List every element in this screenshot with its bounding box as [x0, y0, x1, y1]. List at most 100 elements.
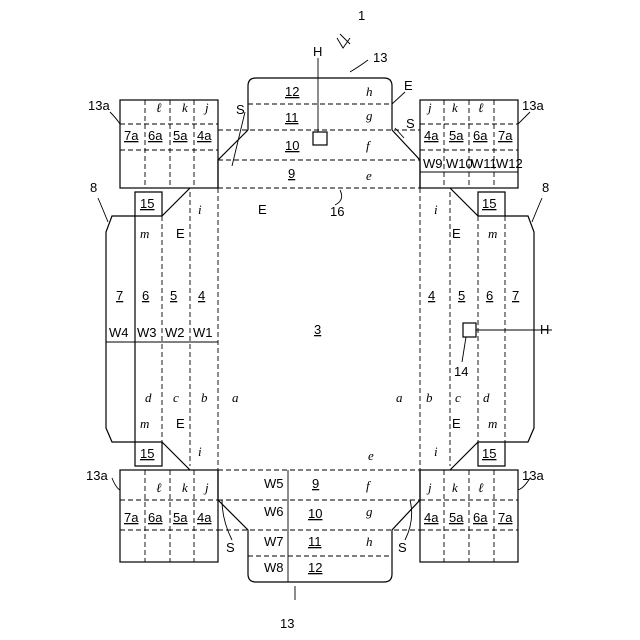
width-w5: W5: [264, 476, 284, 491]
fold-m-br: m: [488, 416, 497, 431]
figure-number: 1: [358, 8, 365, 23]
fold-l-br: ℓ: [478, 480, 484, 495]
fold-h-top: h: [366, 84, 373, 99]
slit-label-tr: S: [406, 116, 415, 131]
fold-b-right: b: [426, 390, 433, 405]
panel-4a-tl: 4a: [197, 128, 212, 143]
end-group-top: 13: [373, 50, 387, 65]
panel-11-top: 11: [285, 110, 299, 125]
fold-c-left: c: [173, 390, 179, 405]
width-w12: W12: [496, 156, 523, 171]
panel-7a-bl: 7a: [124, 510, 139, 525]
flap-group-bl: 13a: [86, 468, 108, 483]
fold-i-bl: i: [198, 444, 202, 459]
panel-4a-br: 4a: [424, 510, 439, 525]
width-w6: W6: [264, 504, 284, 519]
panel-12-bottom: 12: [308, 560, 322, 575]
fold-e-bottom: e: [368, 448, 374, 463]
slit-label-br: S: [398, 540, 407, 555]
fold-j-bl: j: [203, 480, 209, 495]
slit-label-bl: S: [226, 540, 235, 555]
flap-group-br: 13a: [522, 468, 544, 483]
panel-9-bottom: 9: [312, 476, 319, 491]
fold-j-br: j: [426, 480, 432, 495]
fold-g-bottom: g: [366, 504, 373, 519]
fold-b-left: b: [201, 390, 208, 405]
fold-a-left: a: [232, 390, 239, 405]
fold-d-right: d: [483, 390, 490, 405]
width-w7: W7: [264, 534, 284, 549]
panel-5-left: 5: [170, 288, 177, 303]
flap-15-br: 15: [482, 446, 496, 461]
panel-6a-tr: 6a: [473, 128, 488, 143]
fold-m-tl: m: [140, 226, 149, 241]
fold-h-bottom: h: [366, 534, 373, 549]
blank-panel-3: 3: [314, 322, 321, 337]
panel-5a-bl: 5a: [173, 510, 188, 525]
flap-group-tr: 13a: [522, 98, 544, 113]
width-w3: W3: [137, 325, 157, 340]
panel-10-top: 10: [285, 138, 299, 153]
edge-label-l2: E: [176, 416, 185, 431]
width-w10: W10: [446, 156, 473, 171]
edge-label-l1: E: [176, 226, 185, 241]
panel-12-top: 12: [285, 84, 299, 99]
fold-e-top: e: [366, 168, 372, 183]
width-w2: W2: [165, 325, 185, 340]
fold-f-bottom: f: [366, 478, 372, 493]
fold-k-br: k: [452, 480, 458, 495]
panel-9-top: 9: [288, 166, 295, 181]
fold-j-tl: j: [203, 100, 209, 115]
width-w9: W9: [423, 156, 443, 171]
panel-10-bottom: 10: [308, 506, 322, 521]
edge-label-tl: E: [258, 202, 267, 217]
panel-5-right: 5: [458, 288, 465, 303]
fold-l-bl: ℓ: [156, 480, 162, 495]
end-group-bottom: 13: [280, 616, 294, 631]
flap-15-tr: 15: [482, 196, 496, 211]
flap-group-tl: 13a: [88, 98, 110, 113]
window-14-label: 14: [454, 364, 468, 379]
width-w11: W11: [471, 156, 497, 171]
fold-d-left: d: [145, 390, 152, 405]
hole-label-right: H: [540, 322, 549, 337]
fold-l-tr: ℓ: [478, 100, 484, 115]
fold-c-right: c: [455, 390, 461, 405]
fold-k-bl: k: [182, 480, 188, 495]
panel-5a-tr: 5a: [449, 128, 464, 143]
panel-7-right: 7: [512, 288, 519, 303]
side-group-right: 8: [542, 180, 549, 195]
fold-i-tr: i: [434, 202, 438, 217]
panel-4-left: 4: [198, 288, 205, 303]
panel-7a-tl: 7a: [124, 128, 139, 143]
panel-6a-bl: 6a: [148, 510, 163, 525]
panel-6-left: 6: [142, 288, 149, 303]
panel-4a-bl: 4a: [197, 510, 212, 525]
panel-5a-br: 5a: [449, 510, 464, 525]
width-w1: W1: [193, 325, 213, 340]
fold-k-tl: k: [182, 100, 188, 115]
panel-11-bottom: 11: [308, 534, 322, 549]
fold-l-tl: ℓ: [156, 100, 162, 115]
flap-15-tl: 15: [140, 196, 154, 211]
panel-6a-tl: 6a: [148, 128, 163, 143]
fold-a-right: a: [396, 390, 403, 405]
flap-15-bl: 15: [140, 446, 154, 461]
panel-6a-br: 6a: [473, 510, 488, 525]
side-group-left: 8: [90, 180, 97, 195]
slit-label-tl: S: [236, 102, 245, 117]
fold-m-tr: m: [488, 226, 497, 241]
fold-i-tl: i: [198, 202, 202, 217]
panel-4-right: 4: [428, 288, 435, 303]
fold-k-tr: k: [452, 100, 458, 115]
panel-7-left: 7: [116, 288, 123, 303]
fold-j-tr: j: [426, 100, 432, 115]
panel-4a-tr: 4a: [424, 128, 439, 143]
width-w8: W8: [264, 560, 284, 575]
edge-label-tr: E: [404, 78, 413, 93]
panel-6-right: 6: [486, 288, 493, 303]
fold-i-br: i: [434, 444, 438, 459]
edge-label-r1: E: [452, 226, 461, 241]
